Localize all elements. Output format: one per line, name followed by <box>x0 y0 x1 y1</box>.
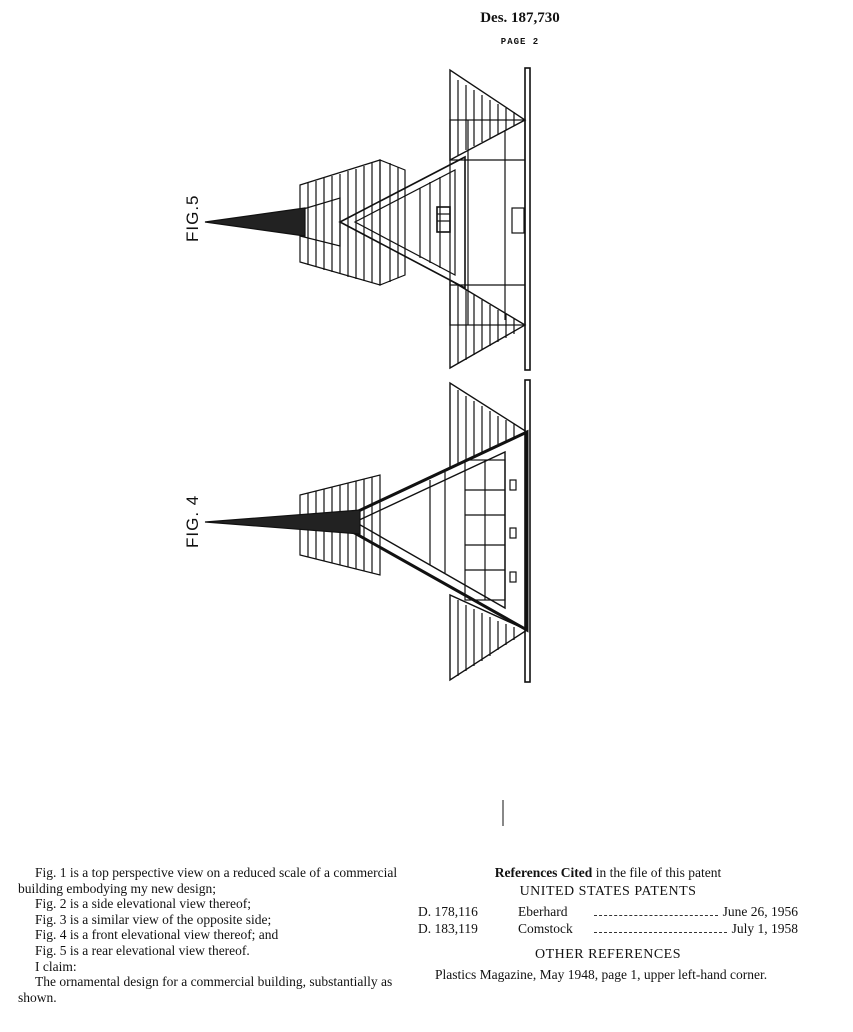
fig5-drawing <box>204 67 531 371</box>
reference-row: D. 178,116 Eberhard June 26, 1956 <box>418 904 798 921</box>
claim-label: I claim: <box>35 958 77 974</box>
fig4-drawing <box>204 379 531 683</box>
claim-text: The ornamental design for a commercial b… <box>18 974 393 1005</box>
other-reference-text: Plastics Magazine, May 1948, page 1, upp… <box>435 967 768 982</box>
desc-line: Fig. 4 is a front elevational view there… <box>35 927 279 943</box>
patent-number: Des. 187,730 <box>480 10 560 26</box>
leader-dashes <box>594 915 718 916</box>
references-section: References Cited in the file of this pat… <box>418 865 798 983</box>
reference-number: D. 178,116 <box>418 904 478 919</box>
desc-line: Fig. 1 is a top perspective view on a re… <box>18 865 398 896</box>
reference-date: July 1, 1958 <box>731 921 798 936</box>
desc-line: Fig. 3 is a similar view of the opposite… <box>35 911 272 927</box>
references-heading: References Cited in the file of this pat… <box>418 865 798 881</box>
reference-date: June 26, 1956 <box>722 904 798 919</box>
references-heading-rest: in the file of this patent <box>592 865 722 880</box>
references-heading-bold: References Cited <box>494 865 593 880</box>
reference-row: D. 183,119 Comstock July 1, 1958 <box>418 921 798 938</box>
desc-line: Fig. 5 is a rear elevational view thereo… <box>35 942 250 958</box>
reference-name: Eberhard <box>518 904 568 919</box>
us-patents-title: UNITED STATES PATENTS <box>519 884 697 899</box>
figure-description: Fig. 1 is a top perspective view on a re… <box>18 865 398 1005</box>
desc-line: Fig. 2 is a side elevational view thereo… <box>35 896 251 912</box>
fig4-label: FIG. 4 <box>183 494 202 548</box>
other-references-title: OTHER REFERENCES <box>534 947 682 962</box>
leader-dashes <box>594 932 727 933</box>
reference-number: D. 183,119 <box>418 921 478 936</box>
fig5-label: FIG.5 <box>183 194 202 242</box>
page-label: PAGE 2 <box>500 37 540 47</box>
reference-name: Comstock <box>518 921 573 936</box>
